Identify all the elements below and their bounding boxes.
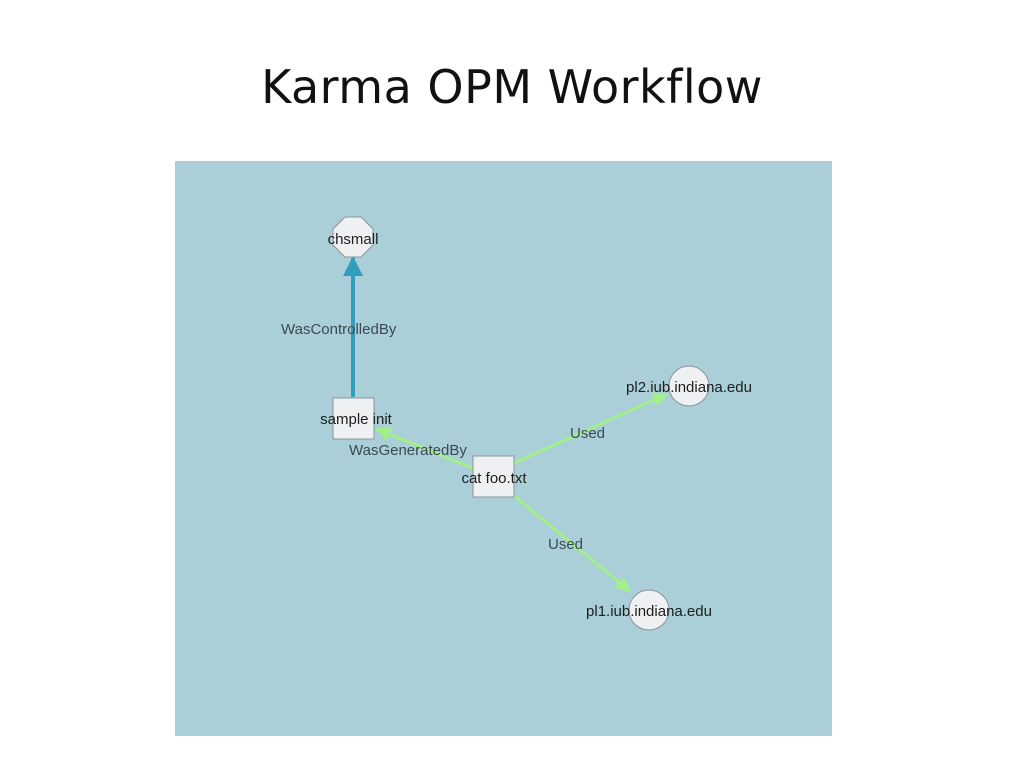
edge-label-used-pl2: Used [570,425,605,442]
node-label-sample-init: sample init [320,411,393,428]
node-pl2-circle[interactable] [668,365,710,407]
edge-wasgeneratedby [375,427,476,471]
opm-graph-panel: WasControlledBy WasGeneratedBy Used Used… [175,161,832,736]
node-chsmall-octagon[interactable] [332,216,374,258]
node-label-pl1: pl1.iub.indiana.edu [586,603,712,620]
edge-label-used-pl1: Used [548,536,583,553]
node-label-cat-foo: cat foo.txt [461,470,527,487]
node-pl1-circle[interactable] [628,589,670,631]
node-sample-init-square[interactable] [332,397,375,440]
edge-label-wasgeneratedby: WasGeneratedBy [349,442,467,459]
opm-graph-canvas: WasControlledBy WasGeneratedBy Used Used… [281,216,752,631]
node-label-chsmall: chsmall [328,231,379,248]
node-label-pl2: pl2.iub.indiana.edu [626,379,752,396]
edge-label-wascontrolledby: WasControlledBy [281,321,397,338]
node-cat-foo-square[interactable] [472,455,515,498]
edge-used-pl2 [511,392,669,466]
edge-used-pl1 [512,493,632,593]
slide-title: Karma OPM Workflow [261,60,763,114]
